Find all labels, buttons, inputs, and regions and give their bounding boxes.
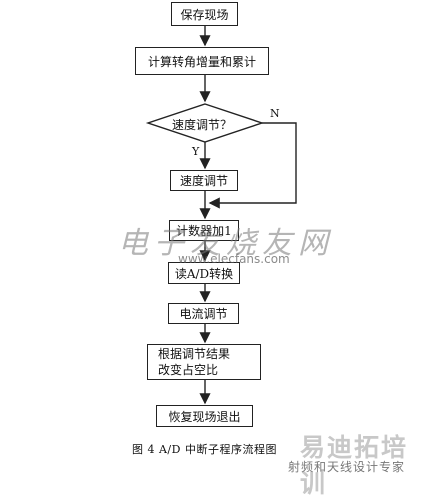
no-branch-line — [208, 122, 297, 209]
node-save-context: 保存现场 — [171, 2, 238, 26]
node-read-ad: 读A/D转换 — [168, 262, 240, 284]
node-calc-angle-label: 计算转角增量和累计 — [147, 54, 256, 69]
node-restore-exit: 恢复现场退出 — [156, 405, 253, 427]
node-counter-add-label: 计数器加1 — [176, 224, 232, 238]
node-change-duty: 根据调节结果 改变占空比 — [147, 344, 261, 380]
watermark-en: www.elecfans.com — [178, 252, 290, 266]
node-change-duty-line2: 改变占空比 — [158, 363, 219, 377]
watermark-cn: 电子发烧友网 — [118, 226, 334, 261]
node-speed-regulation-label: 速度调节 — [179, 174, 228, 188]
node-save-context-label: 保存现场 — [180, 7, 229, 22]
node-counter-add: 计数器加1 — [169, 220, 239, 241]
watermark-logo-sub: 射频和天线设计专家 — [288, 460, 406, 474]
flowchart-connectors — [145, 26, 297, 405]
yes-branch-label: Y — [192, 145, 200, 158]
node-calc-angle: 计算转角增量和累计 — [135, 47, 269, 75]
node-read-ad-label: 读A/D转换 — [174, 266, 234, 281]
figure-caption: 图 4 A/D 中断子程序流程图 — [132, 443, 277, 456]
node-speed-regulation: 速度调节 — [170, 170, 238, 191]
node-restore-exit-label: 恢复现场退出 — [168, 409, 241, 424]
no-branch-label: N — [270, 107, 280, 120]
flowchart: 保存现场 计算转角增量和累计 速度调节？ N Y 速度调节 计数器加1 读A/D… — [118, 2, 406, 498]
decision-label: 速度调节？ — [172, 118, 233, 132]
node-current-regulation: 电流调节 — [168, 303, 239, 324]
node-change-duty-line1: 根据调节结果 — [158, 347, 231, 361]
node-current-regulation-label: 电流调节 — [179, 307, 228, 321]
